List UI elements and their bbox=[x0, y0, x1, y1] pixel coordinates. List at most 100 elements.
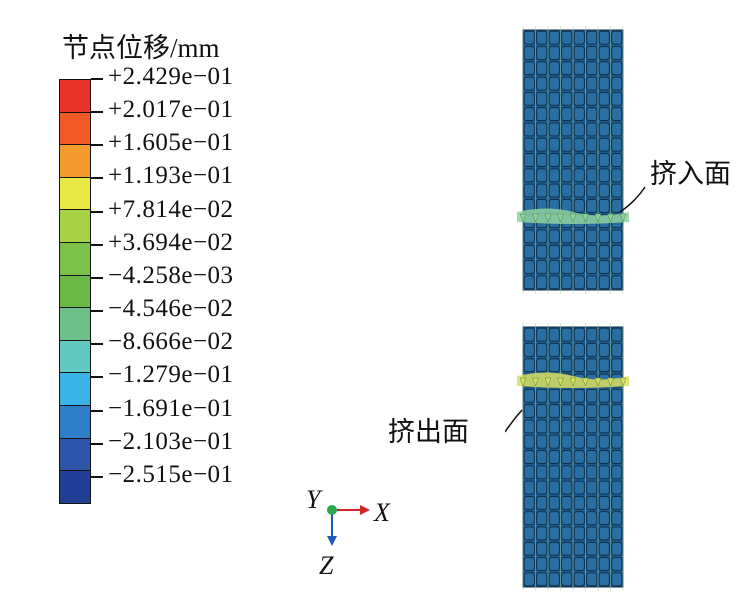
colorbar-swatch bbox=[59, 111, 91, 146]
mesh-element bbox=[548, 419, 560, 434]
mesh-element bbox=[598, 327, 610, 342]
mesh-element bbox=[586, 61, 598, 76]
mesh-element bbox=[536, 450, 548, 464]
mesh-element bbox=[561, 107, 573, 121]
x-axis-arrowhead bbox=[360, 505, 370, 515]
mesh-element bbox=[611, 541, 623, 556]
mesh-element bbox=[561, 229, 573, 244]
mesh-element bbox=[523, 434, 535, 449]
mesh-element bbox=[548, 153, 560, 167]
mesh-element bbox=[611, 199, 623, 213]
mesh-element bbox=[598, 229, 610, 244]
y-axis-label: Y bbox=[306, 485, 321, 514]
mesh-element bbox=[561, 496, 573, 510]
mesh-element bbox=[611, 183, 623, 198]
colorbar-tick bbox=[91, 243, 103, 246]
mesh-element bbox=[611, 496, 623, 510]
mesh-element bbox=[561, 511, 573, 526]
mesh-element bbox=[586, 526, 598, 541]
mesh-element bbox=[561, 450, 573, 464]
mesh-element bbox=[598, 107, 610, 121]
mesh-element bbox=[586, 541, 598, 556]
mesh-element bbox=[611, 450, 623, 464]
mesh-element bbox=[573, 541, 585, 556]
mesh-element bbox=[586, 275, 598, 290]
mesh-element bbox=[523, 388, 535, 403]
mesh-element bbox=[536, 153, 548, 167]
colorbar-swatch bbox=[59, 144, 91, 178]
displacement-arrow bbox=[607, 213, 614, 223]
mesh-element bbox=[561, 122, 573, 137]
mesh-element bbox=[561, 343, 573, 357]
mesh-element bbox=[536, 183, 548, 198]
mesh-element bbox=[548, 61, 560, 76]
mesh-view bbox=[505, 26, 646, 591]
mesh-element bbox=[573, 343, 585, 357]
mesh-element bbox=[586, 244, 598, 259]
mesh-element bbox=[523, 137, 535, 152]
mesh-element bbox=[536, 526, 548, 541]
mesh-element bbox=[561, 137, 573, 152]
mesh-element bbox=[573, 183, 585, 198]
mesh-element bbox=[611, 244, 623, 259]
mesh-element bbox=[611, 168, 623, 183]
mesh-element bbox=[523, 244, 535, 259]
mesh-element bbox=[536, 107, 548, 121]
mesh-element bbox=[598, 183, 610, 198]
mesh-element bbox=[523, 541, 535, 556]
mesh-element bbox=[598, 76, 610, 91]
displacement-arrow bbox=[569, 377, 577, 387]
mesh-element bbox=[548, 496, 560, 510]
mesh-element bbox=[536, 541, 548, 556]
mesh-element bbox=[523, 229, 535, 244]
mesh-element bbox=[573, 434, 585, 449]
mesh-element bbox=[548, 107, 560, 121]
mesh-element bbox=[561, 76, 573, 91]
mesh-element bbox=[561, 168, 573, 183]
mesh-element bbox=[573, 229, 585, 244]
mesh-element bbox=[523, 465, 535, 480]
mesh-element bbox=[561, 91, 573, 106]
mesh-element bbox=[573, 496, 585, 510]
mesh-element bbox=[611, 46, 623, 60]
mesh-element bbox=[611, 275, 623, 290]
mesh-element bbox=[536, 419, 548, 434]
colorbar-label: −4.258e−03 bbox=[108, 261, 234, 289]
mesh-element bbox=[523, 480, 535, 495]
mesh-element bbox=[586, 358, 598, 373]
mesh-element bbox=[523, 30, 535, 45]
mesh-element bbox=[548, 572, 560, 587]
colorbar-swatch bbox=[59, 372, 91, 406]
mesh-element bbox=[573, 30, 585, 45]
mesh-top-block bbox=[517, 26, 629, 294]
mesh-element bbox=[586, 511, 598, 526]
mesh-element bbox=[548, 541, 560, 556]
mesh-element bbox=[598, 153, 610, 167]
mesh-element bbox=[573, 511, 585, 526]
mesh-element bbox=[523, 404, 535, 418]
mesh-element bbox=[573, 404, 585, 418]
mesh-element bbox=[586, 30, 598, 45]
mesh-element bbox=[561, 557, 573, 571]
mesh-element bbox=[611, 404, 623, 418]
displacement-arrow bbox=[519, 213, 527, 223]
mesh-element bbox=[586, 434, 598, 449]
mesh-element bbox=[548, 229, 560, 244]
colorbar-tick bbox=[91, 78, 103, 80]
mesh-bottom-block bbox=[517, 323, 629, 591]
mesh-element bbox=[548, 76, 560, 91]
mesh-element bbox=[598, 91, 610, 106]
mesh-element bbox=[561, 183, 573, 198]
colorbar-tick bbox=[91, 276, 103, 279]
mesh-element bbox=[586, 199, 598, 213]
colorbar-swatch bbox=[59, 79, 91, 113]
mesh-element bbox=[523, 419, 535, 434]
mesh-element bbox=[536, 465, 548, 480]
mesh-element bbox=[536, 434, 548, 449]
mesh-element bbox=[561, 526, 573, 541]
mesh-element bbox=[536, 260, 548, 274]
mesh-element bbox=[611, 480, 623, 495]
mesh-element bbox=[586, 450, 598, 464]
displacement-arrow bbox=[557, 213, 564, 223]
mesh-element bbox=[573, 46, 585, 60]
